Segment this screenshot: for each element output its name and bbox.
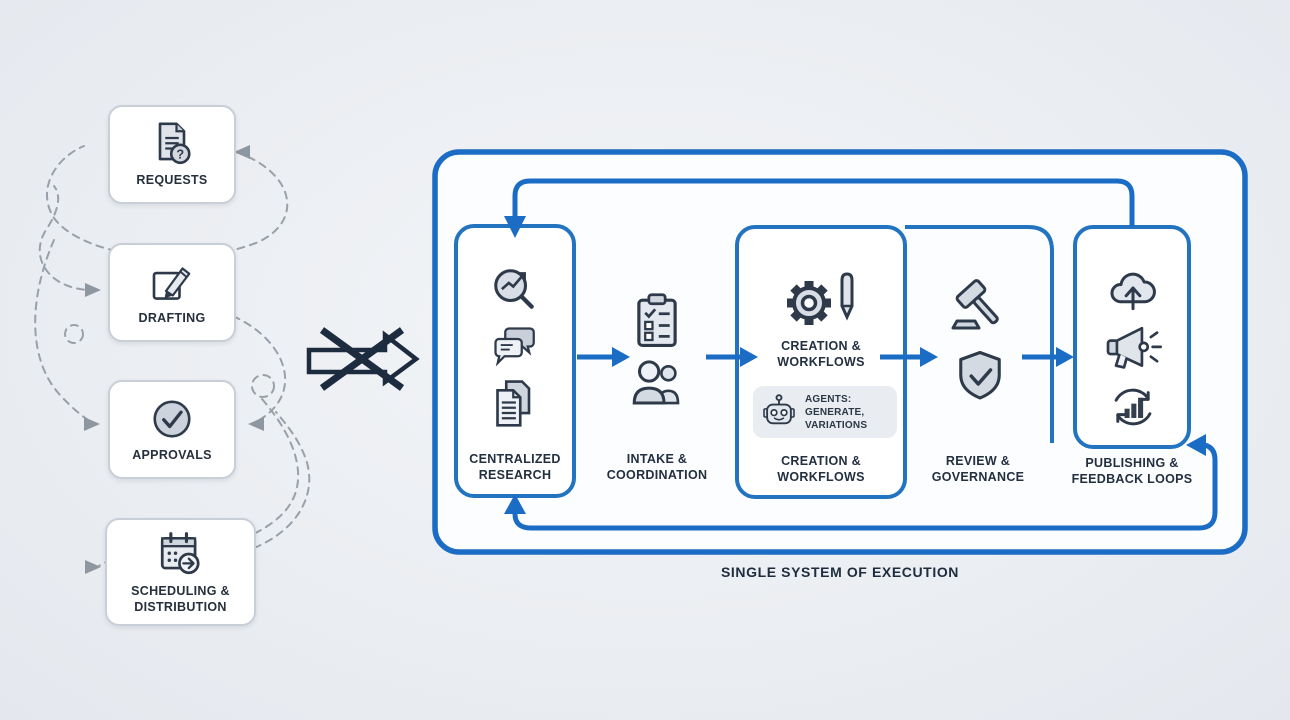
- gear-pen-icon: [787, 272, 854, 325]
- svg-text:?: ?: [176, 146, 184, 161]
- documents-icon: [496, 380, 531, 427]
- stage-icons-research: [483, 262, 547, 434]
- robot-icon: [763, 394, 795, 425]
- stage-icons-review: [940, 276, 1020, 406]
- stage-label-review: REVIEW & GOVERNANCE: [931, 454, 1025, 485]
- agents-badge-text: AGENTS: GENERATE, VARIATIONS: [805, 393, 868, 431]
- top-feedback-loop: [504, 178, 1135, 238]
- megaphone-icon: [1106, 326, 1162, 369]
- stage-label-publishing: PUBLISHING & FEEDBACK LOOPS: [1071, 456, 1193, 487]
- legacy-box-label: APPROVALS: [132, 448, 212, 463]
- agents-badge: AGENTS: GENERATE, VARIATIONS: [753, 386, 897, 438]
- clipboard-check-icon: [637, 293, 677, 348]
- legacy-box-label: DRAFTING: [138, 311, 206, 326]
- crossed-arrow-icon: [306, 327, 420, 391]
- pencil-square-icon: [152, 267, 191, 300]
- stage-icons-creation: [779, 270, 865, 338]
- stage-label-creation: CREATION & WORKFLOWS: [777, 454, 865, 485]
- magnifier-trend-icon: [494, 269, 534, 309]
- cloud-upload-icon: [1110, 272, 1156, 311]
- chart-refresh-icon: [1114, 388, 1152, 426]
- legacy-box-label: SCHEDULING & DISTRIBUTION: [131, 583, 230, 614]
- review-governance-bracket: [905, 225, 1054, 443]
- check-circle-icon: [153, 400, 191, 438]
- gavel-icon: [951, 279, 999, 330]
- legacy-box-scheduling: SCHEDULING & DISTRIBUTION: [105, 518, 256, 626]
- stage-label-intake: INTAKE & COORDINATION: [606, 452, 708, 483]
- legacy-box-label: REQUESTS: [136, 173, 208, 188]
- system-caption: SINGLE SYSTEM OF EXECUTION: [720, 564, 960, 580]
- legacy-box-drafting: DRAFTING: [108, 243, 236, 342]
- stage-label-creation-top: CREATION & WORKFLOWS: [777, 339, 865, 370]
- document-question-icon: ?: [158, 122, 191, 165]
- stage-icons-publishing: [1102, 264, 1164, 434]
- chat-bubbles-icon: [494, 327, 535, 367]
- legacy-box-approvals: APPROVALS: [108, 380, 236, 479]
- stage-label-research: CENTRALIZED RESEARCH: [469, 452, 561, 483]
- legacy-box-requests: ? REQUESTS: [108, 105, 236, 204]
- bottom-feedback-loop: [504, 434, 1218, 531]
- chaos-dashed-paths: [34, 145, 311, 567]
- people-icon: [632, 360, 680, 405]
- stage-icons-intake: [625, 291, 689, 405]
- stage-flow-arrows: [577, 347, 1074, 367]
- shield-check-icon: [959, 350, 1001, 400]
- chaos-arrowheads: [84, 145, 264, 574]
- calendar-forward-icon: [160, 532, 200, 574]
